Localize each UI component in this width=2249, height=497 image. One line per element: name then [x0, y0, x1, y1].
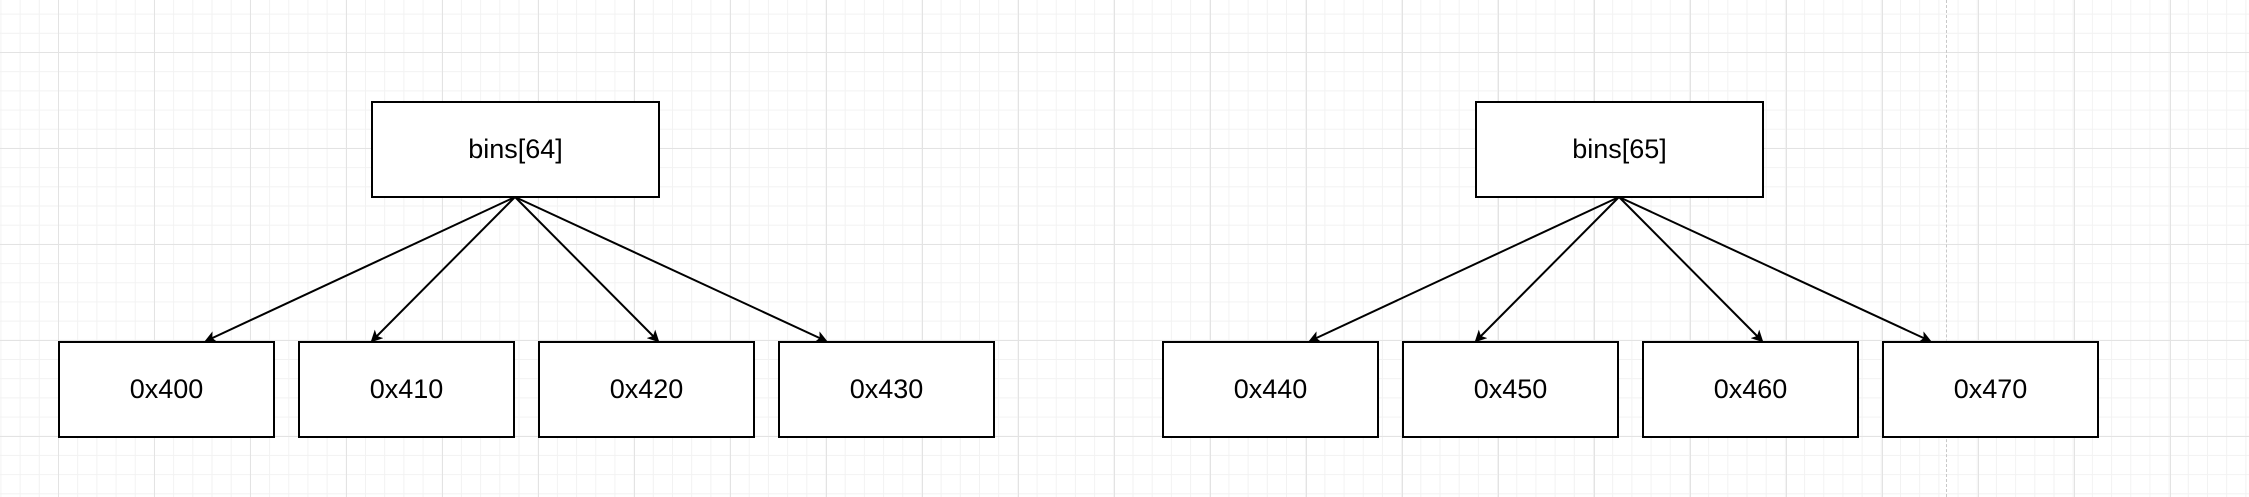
chunk-node-label: 0x440: [1233, 374, 1308, 404]
page-break-line: [1946, 0, 1947, 497]
edge-arrow-0x430: [514, 196, 828, 343]
edge-arrow-0x400: [204, 196, 516, 343]
chunk-node-0x410[interactable]: 0x410: [298, 341, 515, 438]
chunk-node-0x450[interactable]: 0x450: [1402, 341, 1619, 438]
bin-node-bins-64[interactable]: bins[64]: [371, 101, 660, 198]
chunk-node-0x430[interactable]: 0x430: [778, 341, 995, 438]
chunk-node-label: 0x400: [129, 374, 204, 404]
edge-arrow-0x470: [1618, 196, 1932, 343]
chunk-node-0x440[interactable]: 0x440: [1162, 341, 1379, 438]
edge-arrow-0x440: [1308, 196, 1620, 343]
edge-arrow-0x420: [514, 196, 660, 343]
bin-node-label: bins[65]: [1572, 134, 1667, 164]
chunk-node-0x470[interactable]: 0x470: [1882, 341, 2099, 438]
chunk-node-label: 0x470: [1953, 374, 2028, 404]
chunk-node-label: 0x420: [609, 374, 684, 404]
edge-arrow-0x410: [370, 196, 516, 343]
edge-arrow-0x450: [1474, 196, 1620, 343]
chunk-node-0x420[interactable]: 0x420: [538, 341, 755, 438]
chunk-node-label: 0x430: [849, 374, 924, 404]
chunk-node-0x460[interactable]: 0x460: [1642, 341, 1859, 438]
chunk-node-label: 0x410: [369, 374, 444, 404]
chunk-node-label: 0x450: [1473, 374, 1548, 404]
chunk-node-label: 0x460: [1713, 374, 1788, 404]
chunk-node-0x400[interactable]: 0x400: [58, 341, 275, 438]
bin-node-label: bins[64]: [468, 134, 563, 164]
bin-node-bins-65[interactable]: bins[65]: [1475, 101, 1764, 198]
edge-arrow-0x460: [1618, 196, 1764, 343]
